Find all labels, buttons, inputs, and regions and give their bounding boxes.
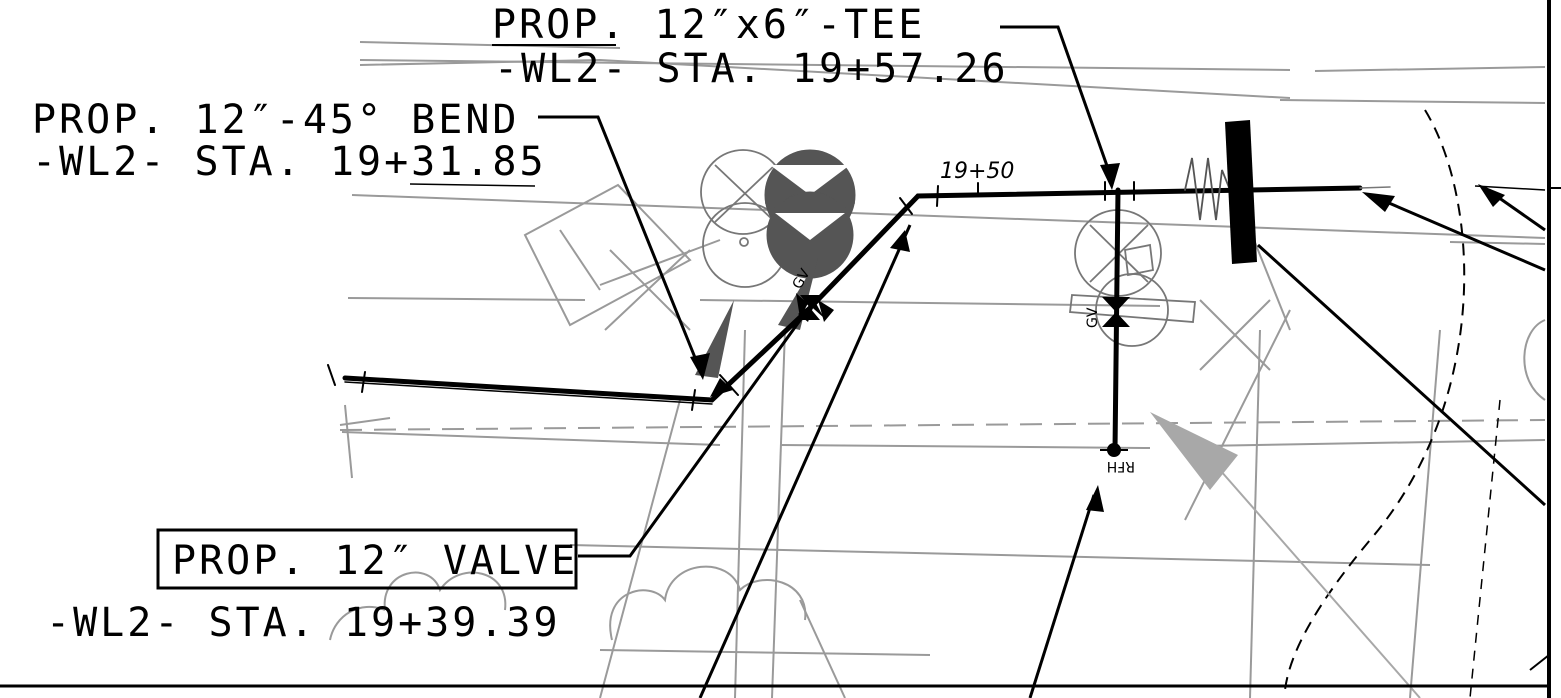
dashed-boundary-2 [1469,399,1501,698]
bend-label-line1: PROP. 12″-45° BEND [32,97,519,143]
post-marker [1225,120,1257,264]
tee-label-line2: -WL2- STA. 19+57.26 [494,46,1009,92]
bend-underline [409,183,536,187]
leader-lines [538,25,1547,698]
valve-label-line1: PROP. 12″ VALVE [172,538,578,584]
gray-arrow-3 [1150,412,1238,490]
gray-arrow-3-tail [1219,469,1421,698]
valve-label-box [156,528,578,590]
hydrant-symbol [764,149,856,279]
arrowheads [690,163,1505,512]
valve-right [1102,297,1130,327]
valve-label-line2: -WL2- STA. 19+39.39 [46,600,561,646]
gv-label-right: GV [1085,307,1101,328]
station-tick-label: 19+50 [940,159,1014,184]
rfh-label: RFH [1107,458,1135,474]
gray-arrow-2 [778,258,818,330]
bend-label-line2: -WL2- STA. 19+31.85 [32,139,547,185]
tee-label-line1: PROP. 12″x6″-TEE [492,2,925,48]
